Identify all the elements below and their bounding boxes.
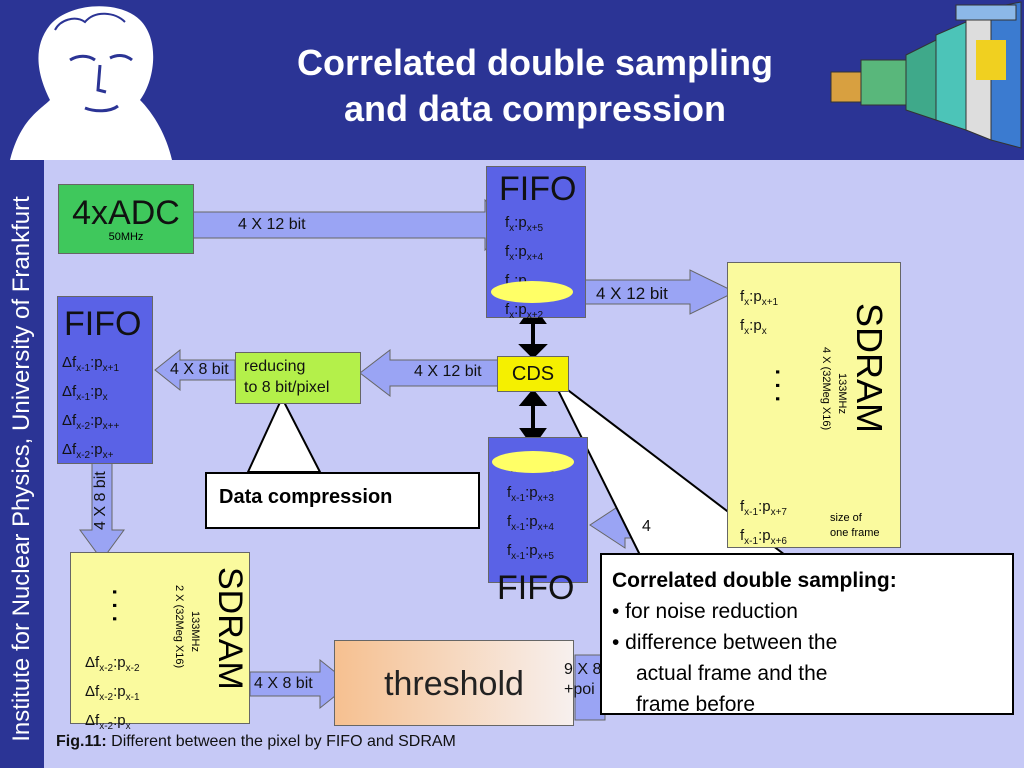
caption-text: Different between the pixel by FIFO and … [106,733,456,750]
arrow-threshold-out [574,654,606,721]
fifo-bottom-highlight [492,451,574,473]
fifo-down-label: 4 X 8 bit [92,471,109,530]
pixel-label: fx:px+2 [505,301,544,321]
pixel-label: fx-1:px+3 [507,484,554,504]
title-line-2: and data compression [343,88,727,129]
threshold-out-label: 9 X 8 +poi [564,661,602,698]
sdram-right: fx:px+1 fx:px · · · SDRAM 133MHz 4 X (32M… [727,262,901,548]
sdram-right-title: SDRAM [849,303,890,434]
threshold-box: threshold [334,640,574,726]
sdram-left-title: SDRAM [211,567,249,690]
pixel-label: fx:px+1 [740,288,779,308]
title-line-1: Correlated double sampling [296,42,774,83]
goethe-logo [10,6,172,160]
fifo-bottom-title: FIFO [497,569,575,607]
reduce-line-1: reducing [244,358,306,375]
cds-callout-item-4: frame before [636,693,756,716]
adc-fifo-label: 4 X 12 bit [238,216,306,233]
detector-illustration [830,1,1022,149]
page-title: Correlated double sampling and data comp… [200,40,870,132]
pixel-label: Δfx-1:px+1 [62,354,120,374]
pixel-label: Δfx-2:px-1 [85,683,140,703]
cds-box: CDS [497,356,569,392]
cds-callout-item-1: • for noise reduction [612,600,798,623]
sdram-left: · · · SDRAM 133MHz 2 X (32Meg X16) Δfx-2… [70,552,250,732]
caption-label: Fig.11: [56,733,107,750]
arrow-fifo-sdram [579,269,737,315]
sidebar-bar [0,160,44,768]
pixel-label: Δfx-2:px-2 [85,654,140,674]
sdram-right-dots: · · · [765,368,791,404]
pixel-label: fx-1:px+4 [507,513,554,533]
sdram-right-freq: 133MHz [836,373,848,414]
cds-reduce-label: 4 X 12 bit [414,363,482,380]
fifo-sdram-label: 4 X 12 bit [596,284,668,303]
arrow-fifo-down [79,459,125,561]
arrow-cds-reduce [359,348,499,398]
pixel-label: Δfx-2:px [85,712,131,732]
fifo-top-highlight [491,281,573,303]
arrow-reduce-fifo [154,348,236,392]
pixel-label: fx:px+4 [505,243,544,263]
sdram-threshold-label: 4 X 8 bit [254,675,313,692]
adc-freq: 50MHz [108,231,144,243]
figure-caption: Fig.11: Different between the pixel by F… [56,733,456,751]
adc-label: 4xADC [72,194,180,232]
fifo-left-title: FIFO [64,305,142,343]
pixel-label: Δfx-2:px+ [62,441,114,461]
sdram-right-note: size of one frame [830,512,880,539]
pixel-label: Δfx-1:px [62,383,108,403]
cds-callout: Correlated double sampling: • for noise … [600,553,1014,716]
pixel-label: fx-1:px+6 [740,527,787,547]
reduce-fifo-label: 4 X 8 bit [170,361,229,378]
pixel-label: Δfx-2:px++ [62,412,120,432]
compression-pointer [246,395,322,473]
reduce-line-2: to 8 bit/pixel [244,379,330,396]
sdram-left-dots: · · · [102,588,128,624]
sdram-left-freq: 133MHz [189,611,201,652]
sdram-left-org: 2 X (32Meg X16) [173,585,185,669]
cds-callout-item-2: • difference between the [612,631,838,654]
reduce-box: reducing to 8 bit/pixel [235,352,361,404]
sdram-right-org: 4 X (32Meg X16) [820,347,832,431]
fifo-top-title: FIFO [499,170,577,208]
pixel-label: fx:px [740,317,767,337]
adc-box: 4xADC 50MHz [58,184,194,254]
sdram-fifo-label: 4 [642,518,651,535]
compression-callout: Data compression [205,472,480,529]
cds-callout-item-3: actual frame and the [636,662,828,685]
pixel-label: fx:px+5 [505,214,544,234]
pixel-label: fx-1:px+7 [740,498,787,518]
pixel-label: fx-1:px+5 [507,542,554,562]
cds-callout-heading: Correlated double sampling: [612,569,897,592]
